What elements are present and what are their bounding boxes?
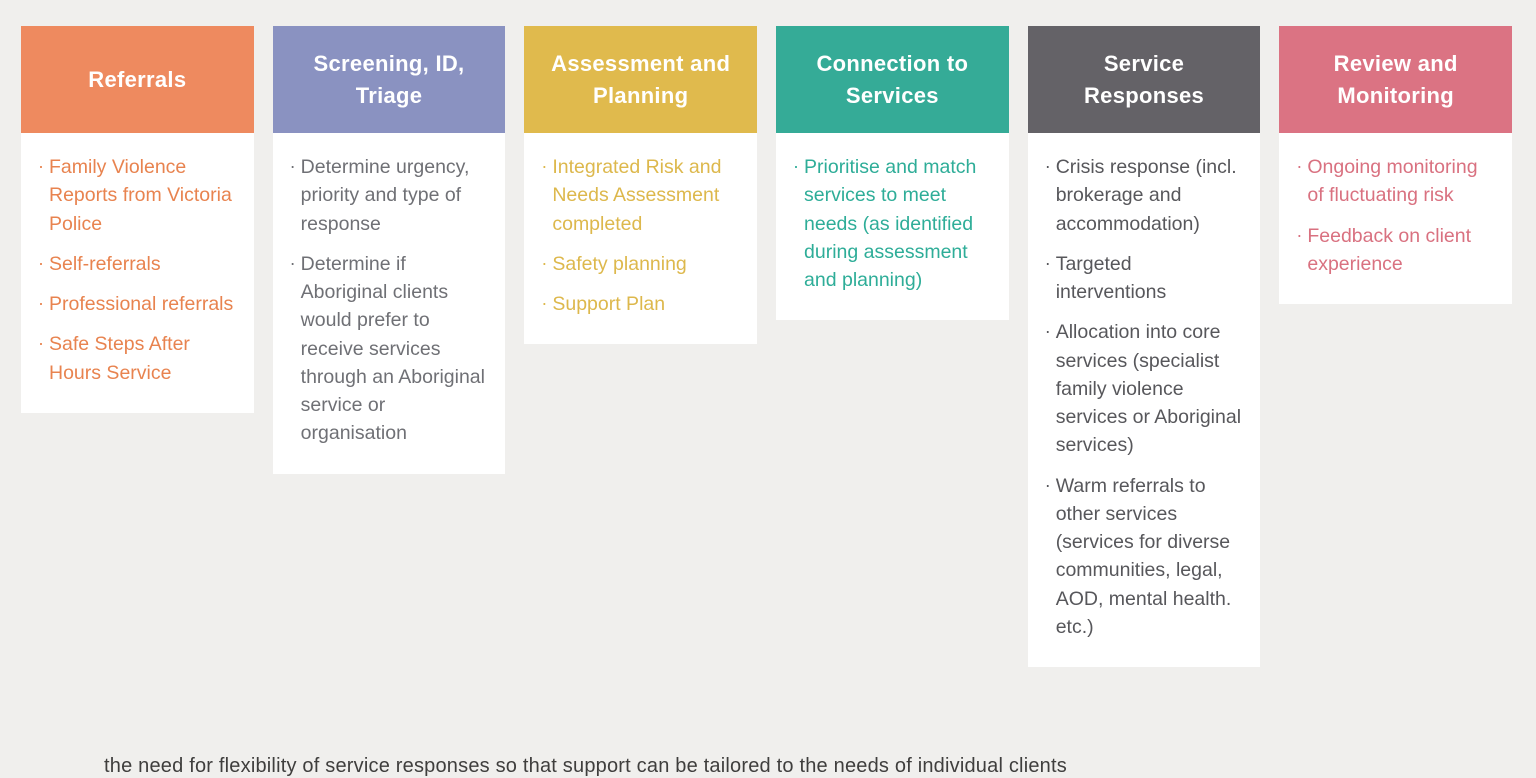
bullet-dot: · (38, 252, 44, 273)
list-item: · Support Plan (536, 290, 743, 318)
item-text: Support Plan (552, 293, 666, 316)
bullet-dot: · (541, 156, 548, 176)
column-connection-to-services: Connection to Services · Prioritise and … (776, 26, 1009, 321)
column-body-service-responses: · Crisis response (incl. brokerage and a… (1027, 133, 1261, 668)
list-item: · Professional referrals (33, 290, 240, 318)
bullet-dot: · (1044, 474, 1051, 495)
bullet-dot: · (793, 156, 800, 176)
item-text: Ongoing monitoring of fluctuating risk (1307, 156, 1478, 207)
list-item: · Determine urgency, priority and type o… (285, 153, 492, 238)
column-header-referrals: Referrals (21, 26, 254, 133)
item-text: Determine if Aboriginal clients would pr… (300, 252, 485, 445)
bullet-dot: · (1044, 252, 1051, 273)
column-review-monitoring: Review and Monitoring · Ongoing monitori… (1279, 26, 1513, 305)
column-header-screening-id-triage: Screening, ID, Triage (272, 26, 506, 133)
list-item: · Allocation into core services (special… (1040, 318, 1247, 459)
column-body-connection-to-services: · Prioritise and match services to meet … (776, 133, 1009, 321)
bullet-dot: · (38, 333, 44, 354)
column-header-service-responses: Service Responses (1027, 26, 1261, 133)
bullet-dot: · (1296, 224, 1303, 245)
item-text: Targeted interventions (1055, 252, 1167, 304)
list-item: · Safety planning (536, 250, 743, 278)
column-header-assessment-planning: Assessment and Planning (524, 26, 758, 133)
item-text: Safety planning (552, 252, 687, 275)
column-body-referrals: · Family Violence Reports from Victoria … (21, 133, 254, 413)
list-item: · Crisis response (incl. brokerage and a… (1040, 153, 1247, 238)
cropped-bottom-text: the need for flexibility of service resp… (104, 755, 1067, 777)
item-text: Warm referrals to other services (servic… (1055, 474, 1232, 638)
list-item: · Integrated Risk and Needs Assessment c… (536, 153, 743, 238)
item-text: Self-referrals (49, 252, 161, 275)
column-body-assessment-planning: · Integrated Risk and Needs Assessment c… (524, 133, 758, 345)
list-item: · Targeted interventions (1040, 250, 1247, 307)
bullet-dot: · (1044, 321, 1051, 342)
item-text: Family Violence Reports from Victoria Po… (49, 156, 232, 235)
bullet-dot: · (289, 252, 296, 273)
list-item: · Family Violence Reports from Victoria … (33, 153, 240, 238)
column-assessment-planning: Assessment and Planning · Integrated Ris… (524, 26, 758, 345)
item-text: Allocation into core services (specialis… (1055, 321, 1242, 457)
bullet-dot: · (289, 156, 296, 176)
list-item: · Warm referrals to other services (serv… (1040, 472, 1247, 642)
list-item: · Self-referrals (33, 250, 240, 278)
bullet-dot: · (1044, 156, 1051, 176)
item-text: Prioritise and match services to meet ne… (804, 156, 977, 292)
item-text: Integrated Risk and Needs Assessment com… (552, 156, 722, 235)
column-body-screening-id-triage: · Determine urgency, priority and type o… (272, 133, 506, 474)
list-item: · Feedback on client experience (1291, 222, 1498, 279)
column-header-review-monitoring: Review and Monitoring (1279, 26, 1513, 133)
list-item: · Prioritise and match services to meet … (788, 153, 995, 294)
column-body-review-monitoring: · Ongoing monitoring of fluctuating risk… (1279, 133, 1513, 305)
list-item: · Ongoing monitoring of fluctuating risk (1291, 153, 1498, 210)
column-screening-id-triage: Screening, ID, Triage · Determine urgenc… (272, 26, 506, 474)
bullet-dot: · (541, 252, 548, 273)
item-text: Crisis response (incl. brokerage and acc… (1055, 156, 1237, 235)
bullet-dot: · (38, 293, 44, 314)
item-text: Professional referrals (49, 293, 234, 316)
bullet-dot: · (38, 156, 44, 176)
list-item: · Determine if Aboriginal clients would … (285, 250, 492, 448)
column-header-connection-to-services: Connection to Services (776, 26, 1009, 133)
list-item: · Safe Steps After Hours Service (33, 330, 240, 387)
process-flow-board: Referrals · Family Violence Reports from… (21, 26, 1513, 668)
item-text: Safe Steps After Hours Service (49, 333, 190, 384)
item-text: Feedback on client experience (1307, 224, 1472, 275)
bullet-dot: · (541, 293, 548, 314)
bullet-dot: · (1296, 156, 1303, 176)
column-service-responses: Service Responses · Crisis response (inc… (1027, 26, 1261, 668)
item-text: Determine urgency, priority and type of … (300, 156, 470, 235)
column-referrals: Referrals · Family Violence Reports from… (21, 26, 254, 413)
